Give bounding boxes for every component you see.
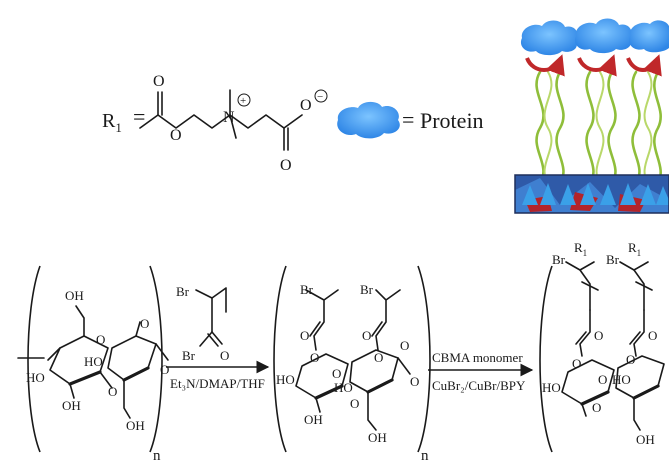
step2-reaction-arrow: CBMA monomer CuBr₂/CuBr/BPY <box>428 350 534 393</box>
polymer-chains <box>535 70 662 186</box>
product-ester-o-1: O <box>572 356 581 371</box>
intermediate-carbonyl-o-2: O <box>362 328 371 343</box>
step1-conditions: Et₃N/DMAP/THF <box>170 376 265 391</box>
intermediate-ester-o-2: O <box>374 350 383 365</box>
product-br-2: Br <box>606 252 620 267</box>
surface-illustration <box>514 18 669 214</box>
intermediate-ring-o-1: O <box>332 366 341 381</box>
r1-label: R1 <box>102 110 122 135</box>
bracket-right <box>149 265 163 453</box>
minus-charge: − <box>317 91 323 103</box>
intermediate-chain-o: O <box>410 374 419 389</box>
product-glyco-o: O <box>592 400 601 415</box>
reactant-chain-o: O <box>160 362 169 377</box>
bracket-left <box>27 265 41 453</box>
intermediate-carbonyl-o-1: O <box>300 328 309 343</box>
step1-o: O <box>220 348 229 363</box>
intermediate-oh-left: HO <box>276 372 295 387</box>
step2-conditions: CuBr₂/CuBr/BPY <box>432 378 526 393</box>
protein-blob-icon <box>337 101 400 139</box>
r1-carboxyl-o: O <box>280 157 292 174</box>
bracket-right <box>417 265 431 453</box>
reactant-glyco-o: O <box>108 384 117 399</box>
product-r1-b: R1 <box>628 240 641 258</box>
r1-ester-o: O <box>170 127 182 144</box>
protein-blob-icon <box>574 18 632 54</box>
product-carbonyl-o-1: O <box>594 328 603 343</box>
reactant-ring-o-1: O <box>96 332 105 347</box>
product-r1-a: R1 <box>574 240 587 258</box>
r1-carbonyl-o: O <box>153 73 165 90</box>
plus-charge: + <box>240 95 246 107</box>
product-ho: HO <box>542 380 561 395</box>
reactant-oh-top: OH <box>65 288 84 303</box>
r1-skeleton-bonds <box>139 114 303 129</box>
step1-br-top: Br <box>176 284 190 299</box>
reactant-oh-left: HO <box>26 370 45 385</box>
repeat-n: n <box>421 448 429 464</box>
plus-charge-circle <box>237 93 251 107</box>
reactant-oh-mid-bottom: OH <box>62 398 81 413</box>
r1-carboxylate-o: O <box>300 97 312 114</box>
intermediate-ho: HO <box>334 380 353 395</box>
product-ho-2: HO <box>612 372 631 387</box>
bracket-left <box>539 265 553 453</box>
reactant-ho-mid: HO <box>84 354 103 369</box>
r1-equals: = <box>133 104 145 129</box>
repel-arrow-icon <box>626 54 662 77</box>
protein-definition: = Protein <box>337 101 484 139</box>
product-grafted-cellulose: Br R1 Br R1 O O O O O HO HO O OH <box>539 240 665 453</box>
repeat-n: n <box>153 448 161 464</box>
reactant-oh-bottom: OH <box>126 418 145 433</box>
repel-arrow-icon <box>577 54 617 77</box>
repel-arrow-icon <box>525 54 565 77</box>
product-ring-o-1: O <box>598 372 607 387</box>
intermediate-oh-mid: OH <box>304 412 323 427</box>
protein-blob-icon <box>628 20 669 53</box>
intermediate-ring-o-2: O <box>400 338 409 353</box>
product-oh-bottom: OH <box>636 432 655 447</box>
intermediate-br-2: Br <box>360 282 374 297</box>
reactant-cellulose: n OH O HO HO O OH O OH O <box>17 265 169 464</box>
intermediate-ester-o-1: O <box>310 350 319 365</box>
product-ester-o-2: O <box>626 352 635 367</box>
anchor-cones <box>522 183 669 205</box>
step1-br-bottom: Br <box>182 348 196 363</box>
intermediate-macroinitiator: n Br Br O O O O O HO O HO OH O OH O <box>273 265 431 464</box>
intermediate-oh-bottom: OH <box>368 430 387 445</box>
intermediate-br-1: Br <box>300 282 314 297</box>
r1-ammonium-n: N <box>223 109 235 126</box>
reactant-ring-o-2: O <box>140 316 149 331</box>
protein-word: Protein <box>420 108 484 133</box>
product-br-1: Br <box>552 252 566 267</box>
step1-reaction-arrow: Br O Br Et₃N/DMAP/THF <box>166 284 270 391</box>
product-carbonyl-o-2: O <box>648 328 657 343</box>
bracket-left <box>273 265 287 453</box>
minus-charge-circle <box>314 89 328 103</box>
intermediate-glyco-o: O <box>350 396 359 411</box>
step2-reagent: CBMA monomer <box>432 350 523 365</box>
protein-equals: = <box>402 107 414 132</box>
protein-blob-icon <box>520 20 578 56</box>
r1-definition: R1 = O O N + O O − <box>102 73 328 174</box>
